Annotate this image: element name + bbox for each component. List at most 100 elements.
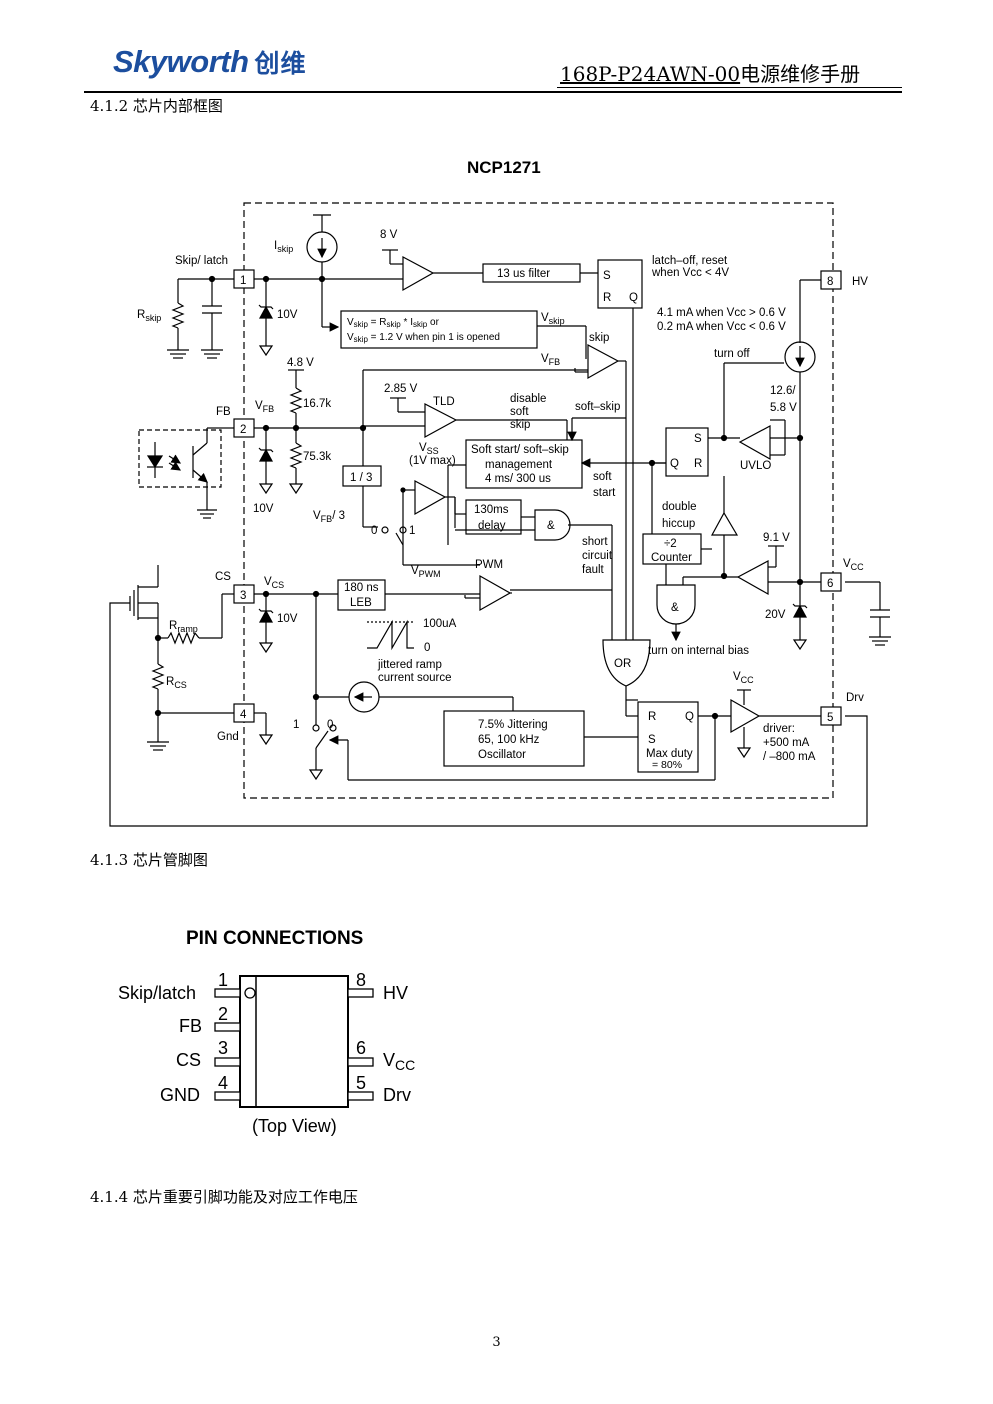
label-skip: skip xyxy=(589,332,609,344)
label-tld: TLD xyxy=(433,396,455,408)
label-current-source: current source xyxy=(378,672,452,684)
label-zener-20v: 20V xyxy=(765,609,786,621)
pin-6-number: 6 xyxy=(827,578,833,590)
label-4-1ma: 4.1 mA when Vcc > 0.6 V xyxy=(657,307,786,319)
label-switch2-0: 0 xyxy=(327,719,333,731)
pin-left-3-name: CS xyxy=(176,1050,201,1070)
pin-right-6-name: VCC xyxy=(383,1050,415,1073)
section-heading-pin-diagram: 4.1.3 芯片管脚图 xyxy=(90,851,208,869)
pin-connections-title: PIN CONNECTIONS xyxy=(186,928,363,949)
label-soft-start-1: soft xyxy=(593,471,612,483)
label-delay: delay xyxy=(478,520,506,532)
pin-2-number: 2 xyxy=(240,424,246,436)
header-rule-thick xyxy=(84,91,902,93)
latch3-s: S xyxy=(648,734,656,746)
label-and-gate: & xyxy=(547,520,555,532)
pin-1-marker xyxy=(244,987,256,999)
label-latch-off-1: latch–off, reset xyxy=(652,255,728,267)
doc-code: 168P-P24AWN-00 xyxy=(560,62,741,86)
label-disable-2: soft xyxy=(510,406,529,418)
label-zener-10v-c: 10V xyxy=(277,613,298,625)
label-vskip-formula-1: Vskip = Rskip * Iskip or xyxy=(347,317,440,329)
label-fault: fault xyxy=(582,564,605,576)
label-hv: HV xyxy=(852,276,868,288)
label-vskip-formula-2: Vskip = 1.2 V when pin 1 is opened xyxy=(347,332,500,344)
pin-left-4-number: 4 xyxy=(218,1073,228,1093)
ic-package xyxy=(239,975,349,1108)
latch-q: Q xyxy=(629,292,638,304)
label-jittered-ramp: jittered ramp xyxy=(377,659,442,671)
pin-right-8-name: HV xyxy=(383,983,408,1003)
label-hiccup: hiccup xyxy=(662,518,695,530)
label-8v: 8 V xyxy=(380,229,398,241)
label-vss-max: (1V max) xyxy=(409,455,456,467)
pin-left-2-name: FB xyxy=(179,1016,202,1036)
label-double: double xyxy=(662,501,697,513)
label-130ms: 130ms xyxy=(474,504,509,516)
pin-right-8-number: 8 xyxy=(356,970,366,990)
logo-cn-text: 创维 xyxy=(254,50,307,78)
label-osc-1: 7.5% Jittering xyxy=(478,719,548,731)
label-driver-sink: / –800 mA xyxy=(763,751,816,763)
page-number: 3 xyxy=(492,1335,501,1350)
pin-3-number: 3 xyxy=(240,590,246,602)
label-cs: CS xyxy=(215,571,231,583)
label-vcs: VCS xyxy=(264,576,284,590)
label-zener-10v-a: 10V xyxy=(277,309,298,321)
label-max-duty: Max duty xyxy=(646,748,693,760)
latch2-r: R xyxy=(694,458,702,470)
pin-right-6-number: 6 xyxy=(356,1038,366,1058)
pin-connections-diagram: PIN CONNECTIONS 1 Skip/latch 2 FB 3 CS 4… xyxy=(118,928,415,1136)
label-0-2ma: 0.2 mA when Vcc < 0.6 V xyxy=(657,321,786,333)
label-and-gate-2: & xyxy=(671,602,679,614)
top-view-caption: (Top View) xyxy=(252,1116,337,1136)
label-13us-filter: 13 us filter xyxy=(497,268,550,280)
label-softstart-2: management xyxy=(485,459,553,471)
label-circuit: circuit xyxy=(582,550,613,562)
label-fb: FB xyxy=(216,406,231,418)
pin-box-8 xyxy=(820,270,842,290)
chip-outline xyxy=(243,202,834,799)
label-rcs: RCS xyxy=(166,676,187,690)
label-5-8v: 5.8 V xyxy=(770,402,797,414)
label-driver-source: +500 mA xyxy=(763,737,810,749)
label-turn-off: turn off xyxy=(714,348,750,360)
label-div-1-3: 1 / 3 xyxy=(350,472,372,484)
latch3-q: Q xyxy=(685,711,694,723)
pin-5-number: 5 xyxy=(827,712,833,724)
pin-box-2 xyxy=(233,418,255,438)
label-short: short xyxy=(582,536,608,548)
drv-feedback-wire xyxy=(109,602,868,827)
label-leb: LEB xyxy=(350,597,372,609)
latch-r: R xyxy=(603,292,611,304)
label-vcc-2: VCC xyxy=(733,671,754,685)
label-skip-latch: Skip/ latch xyxy=(175,255,228,267)
label-disable-1: disable xyxy=(510,393,546,405)
label-vpwm: VPWM xyxy=(411,565,441,579)
pin-left-1-number: 1 xyxy=(218,970,228,990)
pin-left-1-name: Skip/latch xyxy=(118,983,196,1003)
logo-text: Skyworth xyxy=(113,44,249,79)
pin-box-5 xyxy=(820,706,842,726)
pin-box-3 xyxy=(233,584,255,604)
label-pwm: PWM xyxy=(475,559,503,571)
label-softstart-1: Soft start/ soft–skip xyxy=(471,444,569,456)
pin-left-4-name: GND xyxy=(160,1085,200,1105)
label-16-7k: 16.7k xyxy=(303,398,331,410)
pin-left-2-number: 2 xyxy=(218,1004,228,1024)
label-internal-bias: turn on internal bias xyxy=(648,645,749,657)
pin-8-number: 8 xyxy=(827,276,833,288)
label-rskip: Rskip xyxy=(137,309,161,323)
pin-1-number: 1 xyxy=(240,275,246,287)
label-zener-10v-b: 10V xyxy=(253,503,274,515)
pin-box-6 xyxy=(820,572,842,592)
label-vss: VSS xyxy=(419,442,439,456)
label-180ns: 180 ns xyxy=(344,582,379,594)
pin-right-5-number: 5 xyxy=(356,1073,366,1093)
latch2-s: S xyxy=(694,433,702,445)
label-vcc: VCC xyxy=(843,558,864,572)
label-counter: Counter xyxy=(651,552,692,564)
label-gnd: Gnd xyxy=(217,731,239,743)
